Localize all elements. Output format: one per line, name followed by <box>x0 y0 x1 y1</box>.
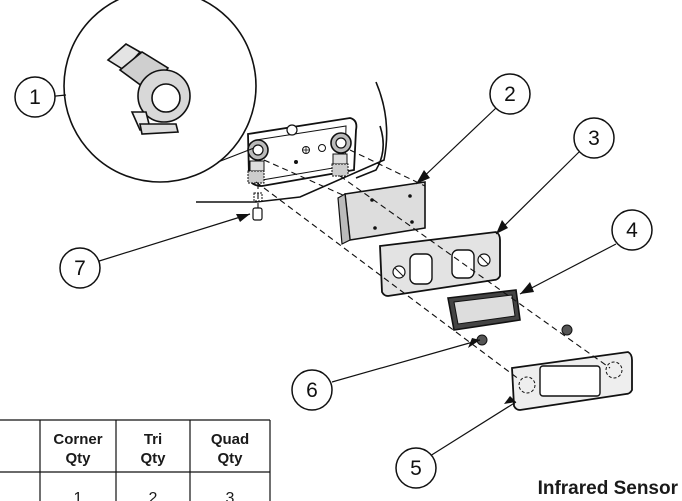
leader-lines <box>45 94 617 457</box>
header-quad-2: Qty <box>217 450 243 467</box>
callout-1: 1 <box>14 76 56 118</box>
callout-2: 2 <box>489 73 531 115</box>
header-tri-1: Tri <box>144 431 162 448</box>
faucet-housing <box>196 81 388 203</box>
callout-3: 3 <box>573 117 615 159</box>
svg-text:2: 2 <box>504 83 516 106</box>
cell-tri-qty: 2 <box>149 490 158 501</box>
svg-text:3: 3 <box>588 127 600 150</box>
svg-text:7: 7 <box>74 257 86 280</box>
callout-4: 4 <box>611 209 653 251</box>
sensor-lens <box>447 289 521 331</box>
header-corner-2: Qty <box>65 450 91 467</box>
explode-lines <box>255 149 611 381</box>
svg-text:1: 1 <box>29 86 41 109</box>
cover-plate <box>511 351 633 411</box>
diagram-caption: Infrared Sensor <box>538 478 679 499</box>
header-corner-1: Corner <box>53 431 102 448</box>
parts-table: Corner Qty Tri Qty Quad Qty 1 2 3 <box>0 419 271 501</box>
fitting-enlarged <box>106 43 191 135</box>
callout-5: 5 <box>395 447 437 489</box>
screw-6 <box>476 324 573 346</box>
cell-quad-qty: 3 <box>226 490 235 501</box>
header-tri-2: Qty <box>140 450 166 467</box>
gasket-plate <box>379 231 501 297</box>
callout-6: 6 <box>291 369 333 411</box>
hose-fitting-left <box>247 139 269 184</box>
svg-text:5: 5 <box>410 457 422 480</box>
svg-text:6: 6 <box>306 379 318 402</box>
callout-7: 7 <box>59 247 101 289</box>
header-quad-1: Quad <box>211 431 249 448</box>
sensor-module <box>337 181 426 245</box>
svg-text:4: 4 <box>626 219 638 242</box>
hose-fitting-right <box>330 132 352 177</box>
cell-corner-qty: 1 <box>74 490 83 501</box>
leader-arrowheads <box>236 170 534 404</box>
